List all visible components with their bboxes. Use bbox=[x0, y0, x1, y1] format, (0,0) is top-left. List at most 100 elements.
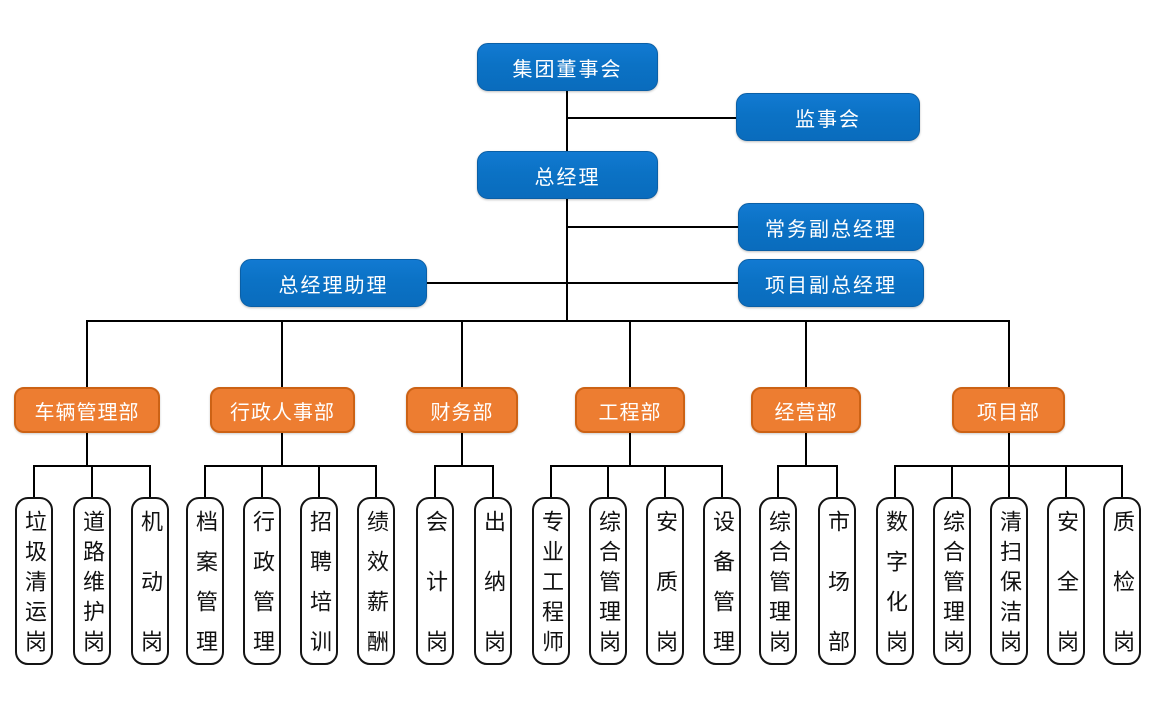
connector-line bbox=[1121, 465, 1123, 497]
position-node: 出纳岗 bbox=[474, 497, 512, 665]
position-label: 垃圾清运岗 bbox=[22, 510, 47, 652]
connector-line bbox=[629, 433, 631, 466]
position-node: 行政管理 bbox=[243, 497, 281, 665]
position-label: 清扫保洁岗 bbox=[997, 510, 1022, 652]
dept-label: 车辆管理部 bbox=[34, 401, 140, 424]
position-label: 专业工程师 bbox=[539, 510, 564, 652]
position-node: 综合管理岗 bbox=[759, 497, 797, 665]
position-label: 质检岗 bbox=[1110, 510, 1135, 652]
position-node: 综合管理岗 bbox=[933, 497, 971, 665]
position-label: 会计岗 bbox=[423, 510, 448, 652]
connector-line bbox=[1008, 320, 1010, 387]
connector-line bbox=[461, 433, 463, 466]
dept-admin-hr: 行政人事部 bbox=[210, 387, 355, 433]
connector-line bbox=[567, 226, 738, 228]
position-label: 设备管理 bbox=[710, 510, 735, 652]
connector-line bbox=[951, 465, 953, 497]
position-node: 安全岗 bbox=[1047, 497, 1085, 665]
dept-project: 项目部 bbox=[952, 387, 1065, 433]
position-node: 会计岗 bbox=[416, 497, 454, 665]
connector-line bbox=[86, 320, 88, 387]
position-label: 安质岗 bbox=[653, 510, 678, 652]
connector-line bbox=[204, 465, 206, 497]
connector-line bbox=[1065, 465, 1067, 497]
dept-label: 项目部 bbox=[977, 401, 1040, 424]
dept-label: 财务部 bbox=[430, 401, 494, 424]
connector-line bbox=[1008, 433, 1010, 466]
connector-line bbox=[87, 320, 1010, 322]
connector-line bbox=[777, 465, 779, 497]
connector-line bbox=[435, 465, 494, 467]
position-label: 市场部 bbox=[825, 510, 850, 652]
node-gm-assistant: 总经理助理 bbox=[240, 259, 427, 307]
node-project-deputy-gm: 项目副总经理 bbox=[738, 259, 924, 307]
connector-line bbox=[551, 465, 723, 467]
dept-label: 工程部 bbox=[598, 401, 662, 424]
connector-line bbox=[261, 465, 263, 497]
position-label: 档案管理 bbox=[193, 510, 218, 652]
connector-line bbox=[778, 465, 838, 467]
node-executive-deputy-gm-label: 常务副总经理 bbox=[765, 218, 897, 241]
connector-line bbox=[566, 198, 568, 321]
dept-engineering: 工程部 bbox=[575, 387, 685, 433]
position-label: 招聘培训 bbox=[307, 510, 332, 652]
connector-line bbox=[461, 320, 463, 387]
node-supervisory-board: 监事会 bbox=[736, 93, 920, 141]
dept-label: 经营部 bbox=[774, 401, 838, 424]
position-node: 机动岗 bbox=[131, 497, 169, 665]
connector-line bbox=[281, 320, 283, 387]
position-node: 综合管理岗 bbox=[589, 497, 627, 665]
connector-line bbox=[629, 320, 631, 387]
connector-line bbox=[836, 465, 838, 497]
connector-line bbox=[86, 433, 88, 466]
position-label: 道路维护岗 bbox=[80, 510, 105, 652]
connector-line bbox=[149, 465, 151, 497]
position-node: 市场部 bbox=[818, 497, 856, 665]
connector-line bbox=[664, 465, 666, 497]
position-label: 行政管理 bbox=[250, 510, 275, 652]
position-label: 绩效薪酬 bbox=[364, 510, 389, 652]
connector-line bbox=[375, 465, 377, 497]
position-label: 安全岗 bbox=[1054, 510, 1079, 652]
connector-line bbox=[281, 433, 283, 466]
connector-line bbox=[805, 320, 807, 387]
position-label: 综合管理岗 bbox=[766, 510, 791, 652]
node-board: 集团董事会 bbox=[477, 43, 658, 91]
position-node: 垃圾清运岗 bbox=[15, 497, 53, 665]
node-supervisory-board-label: 监事会 bbox=[795, 108, 861, 131]
position-label: 出纳岗 bbox=[481, 510, 506, 652]
position-label: 综合管理岗 bbox=[596, 510, 621, 652]
node-gm-assistant-label: 总经理助理 bbox=[278, 274, 389, 297]
dept-label: 行政人事部 bbox=[230, 401, 335, 424]
position-node: 道路维护岗 bbox=[73, 497, 111, 665]
position-label: 机动岗 bbox=[138, 510, 163, 652]
dept-finance: 财务部 bbox=[406, 387, 518, 433]
connector-line bbox=[492, 465, 494, 497]
connector-line bbox=[550, 465, 552, 497]
node-general-manager: 总经理 bbox=[477, 151, 658, 199]
connector-line bbox=[34, 465, 151, 467]
connector-line bbox=[318, 465, 320, 497]
node-board-label: 集团董事会 bbox=[512, 58, 623, 81]
connector-line bbox=[33, 465, 35, 497]
position-node: 安质岗 bbox=[646, 497, 684, 665]
position-node: 数字化岗 bbox=[876, 497, 914, 665]
connector-line bbox=[205, 465, 377, 467]
position-node: 招聘培训 bbox=[300, 497, 338, 665]
node-general-manager-label: 总经理 bbox=[534, 166, 601, 189]
node-executive-deputy-gm: 常务副总经理 bbox=[738, 203, 924, 251]
connector-line bbox=[805, 433, 807, 466]
dept-operations: 经营部 bbox=[751, 387, 861, 433]
position-node: 质检岗 bbox=[1103, 497, 1141, 665]
connector-line bbox=[427, 282, 738, 284]
dept-vehicle-management: 车辆管理部 bbox=[14, 387, 160, 433]
position-node: 档案管理 bbox=[186, 497, 224, 665]
position-node: 清扫保洁岗 bbox=[990, 497, 1028, 665]
connector-line bbox=[91, 465, 93, 497]
connector-line bbox=[566, 90, 568, 151]
position-label: 数字化岗 bbox=[883, 510, 908, 652]
connector-line bbox=[434, 465, 436, 497]
connector-line bbox=[894, 465, 896, 497]
position-node: 绩效薪酬 bbox=[357, 497, 395, 665]
